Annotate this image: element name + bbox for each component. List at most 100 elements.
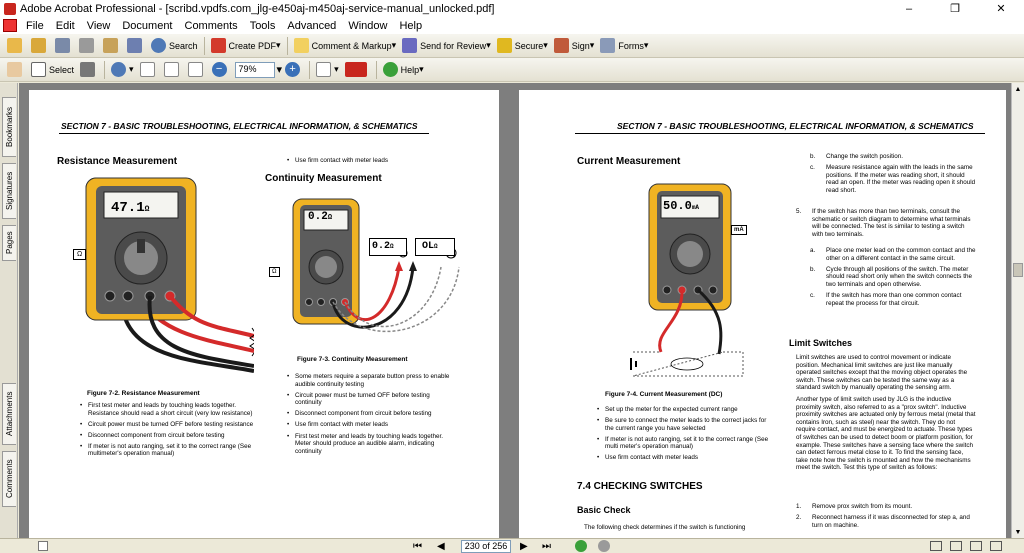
resistor-symbol — [249, 327, 254, 357]
zoom-tool-button[interactable]: ▾ — [108, 60, 137, 80]
paperclip-icon — [127, 38, 142, 53]
menu-view[interactable]: View — [86, 19, 111, 32]
search-icon — [151, 38, 166, 53]
menu-advanced[interactable]: Advanced — [287, 19, 337, 32]
open-reading-box: OLΩ — [415, 238, 455, 256]
top-bullet-list: Use firm contact with meter leads — [286, 157, 466, 168]
resistance-meter-overlay — [85, 177, 254, 368]
zoom-dropdown-chevron-icon[interactable]: ▾ — [276, 64, 283, 76]
first-page-icon[interactable]: ⏮ — [413, 540, 422, 552]
item-text: Reconnect harness if it was disconnected… — [812, 514, 970, 529]
resistance-heading: Resistance Measurement — [57, 156, 178, 167]
tab-bookmarks[interactable]: Bookmarks — [2, 97, 16, 157]
close-button[interactable]: ✕ — [996, 3, 1006, 15]
continuity-bullets: Some meters require a separate button pr… — [286, 373, 458, 459]
item-number: 1. — [796, 503, 802, 510]
send-review-button[interactable]: Send for Review▾ — [399, 36, 494, 56]
open-button[interactable] — [4, 36, 28, 56]
email-button[interactable] — [100, 36, 124, 56]
menu-file[interactable]: File — [26, 19, 44, 32]
vertical-scrollbar[interactable]: ▲ ▼ — [1011, 83, 1024, 538]
page-number-field[interactable]: 230 of 256 — [461, 539, 511, 553]
tab-comments[interactable]: Comments — [2, 451, 16, 507]
snapshot-button[interactable] — [77, 60, 101, 80]
help-button[interactable]: Help▾ — [380, 60, 427, 80]
search-button[interactable]: Search — [148, 36, 201, 56]
basic-check-text: The following check determines if the sw… — [584, 524, 746, 531]
rotate-button[interactable]: ▾ — [313, 60, 342, 80]
red-lead — [168, 294, 254, 338]
title-bar: Adobe Acrobat Professional - [scribd.vpd… — [0, 0, 1024, 17]
zoom-out-button[interactable]: − — [209, 60, 233, 80]
item-text: Cycle through all positions of the switc… — [826, 265, 972, 288]
reading-unit: Ω — [434, 243, 438, 250]
document-icon[interactable] — [3, 19, 17, 32]
secure-button[interactable]: Secure▾ — [494, 36, 551, 56]
black-lead — [697, 288, 723, 355]
save-button[interactable] — [52, 36, 76, 56]
create-pdf-button[interactable]: Create PDF▾ — [208, 36, 284, 56]
zoom-level-field[interactable]: 79% — [234, 61, 275, 78]
create-pdf-icon — [210, 38, 226, 53]
scroll-up-arrow-icon[interactable]: ▲ — [1014, 85, 1022, 93]
next-page-icon[interactable]: ▶ — [520, 540, 528, 552]
list-item: Disconnect component from circuit before… — [79, 432, 259, 440]
select-tool-button[interactable]: Select — [28, 60, 77, 80]
meter-lcd — [103, 191, 179, 219]
restore-button[interactable]: ❐ — [950, 3, 960, 15]
print-button[interactable] — [76, 36, 100, 56]
facing-icon[interactable] — [970, 541, 982, 551]
basic-check-heading: Basic Check — [577, 505, 631, 515]
organizer-icon — [31, 38, 46, 53]
fit-width-button[interactable] — [185, 60, 209, 80]
chevron-down-icon: ▾ — [129, 64, 134, 74]
comment-icon — [293, 38, 309, 53]
sign-button[interactable]: Sign▾ — [551, 36, 598, 56]
scroll-thumb[interactable] — [1013, 263, 1023, 277]
organizer-button[interactable] — [28, 36, 52, 56]
document-viewer[interactable]: SECTION 7 - BASIC TROUBLESHOOTING, ELECT… — [19, 83, 1011, 538]
item-text: If the switch has more than two terminal… — [812, 208, 971, 238]
forms-button[interactable]: Forms▾ — [597, 36, 651, 56]
step-5: 5.If the switch has more than two termin… — [796, 208, 976, 242]
continuous-icon[interactable] — [950, 541, 962, 551]
paragraph: Another type of limit switch used by JLG… — [796, 395, 976, 472]
go-forward-icon[interactable] — [598, 540, 610, 552]
list-item: First test meter and leads by touching l… — [286, 433, 458, 456]
fit-page-button[interactable] — [161, 60, 185, 80]
comment-markup-button[interactable]: Comment & Markup▾ — [291, 36, 400, 56]
menu-help[interactable]: Help — [399, 19, 423, 32]
menu-comments[interactable]: Comments — [184, 19, 238, 32]
hand-tool-button[interactable] — [4, 60, 28, 80]
menu-edit[interactable]: Edit — [55, 19, 75, 32]
menu-tools[interactable]: Tools — [249, 19, 276, 32]
list-item: a.Place one meter lead on the common con… — [810, 247, 976, 262]
single-page-icon[interactable] — [930, 541, 942, 551]
tab-pages[interactable]: Pages — [2, 225, 16, 261]
page-header: SECTION 7 - BASIC TROUBLESHOOTING, ELECT… — [617, 121, 974, 131]
main-toolbar: Search Create PDF▾ Comment & Markup▾ Sen… — [0, 34, 1024, 58]
jack-v-icon — [708, 285, 718, 295]
chevron-down-icon: ▾ — [334, 64, 339, 74]
tab-signatures[interactable]: Signatures — [2, 163, 16, 219]
scroll-down-arrow-icon[interactable]: ▼ — [1014, 528, 1022, 536]
current-meter-figure — [630, 183, 744, 377]
actual-size-button[interactable] — [137, 60, 161, 80]
forms-icon — [600, 38, 616, 53]
chevron-down-icon: ▾ — [589, 40, 595, 50]
previous-page-icon[interactable]: ◀ — [437, 540, 445, 552]
lock-icon — [496, 38, 512, 53]
menu-window[interactable]: Window — [348, 19, 388, 32]
jack-ma-icon — [122, 290, 134, 302]
minimize-button[interactable]: – — [905, 2, 913, 15]
continuous-facing-icon[interactable] — [990, 541, 1002, 551]
zoom-in-button[interactable]: + — [282, 60, 306, 80]
menu-document[interactable]: Document — [122, 19, 173, 32]
continuity-heading: Continuity Measurement — [265, 173, 382, 184]
attach-button[interactable] — [124, 36, 148, 56]
steps-5-list: a.Place one meter lead on the common con… — [810, 247, 976, 311]
tab-attachments[interactable]: Attachments — [2, 383, 16, 445]
last-page-icon[interactable]: ⏭ — [542, 540, 551, 552]
go-back-icon[interactable] — [575, 540, 587, 552]
ymail-button[interactable] — [342, 60, 373, 80]
